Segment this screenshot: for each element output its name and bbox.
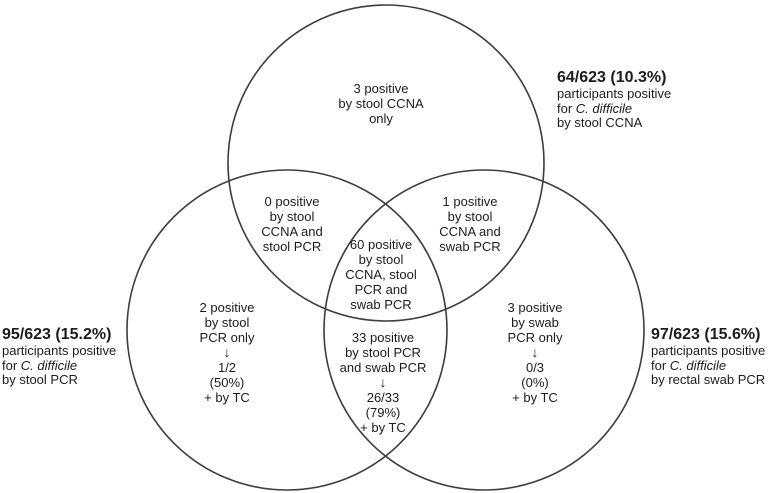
region-line: by stool PCR bbox=[345, 345, 421, 360]
label-line-prefix: for bbox=[2, 357, 21, 373]
region-line: by stool bbox=[447, 209, 493, 224]
stat-stool-ccna: 64/623 (10.3%) bbox=[557, 69, 667, 86]
region-line: (50%) bbox=[209, 375, 245, 390]
label-line: for C. difficile bbox=[2, 357, 116, 374]
organism-name: C. difficile bbox=[20, 357, 78, 373]
label-stool-pcr: 95/623 (15.2%) participants positive for… bbox=[2, 325, 116, 388]
region-line: PCR and bbox=[354, 282, 408, 297]
organism-name: C. difficile bbox=[669, 357, 727, 373]
stat-rectal-swab-pcr: 97/623 (15.6%) bbox=[651, 326, 761, 343]
region-ccna-and-swab-pcr: 1 positive by stool CCNA and swab PCR bbox=[439, 194, 500, 254]
region-line: 1/2 bbox=[217, 360, 237, 375]
region-line: CCNA and bbox=[439, 224, 501, 239]
region-line: by stool bbox=[269, 209, 315, 224]
region-line: 3 positive bbox=[353, 81, 409, 96]
region-all-three: 60 positive by stool CCNA, stool PCR and… bbox=[345, 237, 417, 312]
label-line-prefix: for bbox=[557, 100, 576, 116]
region-line: PCR only bbox=[507, 330, 563, 345]
region-ccna-only: 3 positive by stool CCNA only bbox=[338, 81, 423, 126]
region-line: 60 positive bbox=[349, 237, 413, 252]
region-line: (79%) bbox=[365, 405, 401, 420]
region-line: swab PCR bbox=[439, 239, 501, 254]
down-arrow-icon: ↓ bbox=[223, 344, 231, 360]
region-line: + by TC bbox=[512, 390, 558, 405]
region-line: 0 positive bbox=[264, 194, 320, 209]
region-stool-pcr-and-swab-pcr: 33 positive by stool PCR and swab PCR ↓ … bbox=[340, 330, 427, 435]
region-line: stool PCR bbox=[262, 239, 322, 254]
organism-name: C. difficile bbox=[575, 100, 633, 116]
circle-stool-pcr bbox=[126, 169, 448, 491]
region-line: PCR only bbox=[199, 330, 255, 345]
label-line: by rectal swab PCR bbox=[651, 372, 766, 387]
circle-rectal-swab-pcr bbox=[323, 169, 645, 491]
region-line: 33 positive bbox=[351, 330, 415, 345]
circle-stool-ccna bbox=[227, 4, 545, 322]
region-line: only bbox=[369, 111, 393, 126]
region-line: + by TC bbox=[204, 390, 250, 405]
region-ccna-and-stool-pcr: 0 positive by stool CCNA and stool PCR bbox=[261, 194, 322, 254]
region-line: by stool CCNA bbox=[338, 96, 424, 111]
stat-stool-pcr: 95/623 (15.2%) bbox=[2, 326, 112, 343]
label-line-prefix: for bbox=[651, 357, 670, 373]
region-line: by swab bbox=[511, 315, 559, 330]
region-line: CCNA, stool bbox=[345, 267, 417, 282]
label-line: for C. difficile bbox=[651, 357, 765, 374]
label-stool-ccna: 64/623 (10.3%) participants positive for… bbox=[557, 68, 671, 131]
region-line: (0%) bbox=[521, 375, 549, 390]
region-line: swab PCR bbox=[350, 297, 412, 312]
label-line: participants positive bbox=[651, 343, 766, 358]
region-swab-pcr-only: 3 positive by swab PCR only ↓ 0/3 (0%) +… bbox=[508, 300, 563, 405]
region-line: 1 positive bbox=[442, 194, 498, 209]
region-line: 2 positive bbox=[199, 300, 255, 315]
region-line: by stool bbox=[358, 252, 404, 267]
label-line: participants positive bbox=[557, 86, 672, 101]
region-line: and swab PCR bbox=[339, 360, 427, 375]
region-line: 3 positive bbox=[507, 300, 563, 315]
label-line: for C. difficile bbox=[557, 100, 671, 117]
down-arrow-icon: ↓ bbox=[379, 374, 387, 390]
region-line: CCNA and bbox=[261, 224, 323, 239]
region-line: by stool bbox=[204, 315, 250, 330]
label-rectal-swab-pcr: 97/623 (15.6%) participants positive for… bbox=[651, 325, 765, 388]
region-line: + by TC bbox=[360, 420, 406, 435]
label-line: by stool CCNA bbox=[557, 115, 643, 130]
region-line: 0/3 bbox=[525, 360, 545, 375]
region-line: 26/33 bbox=[366, 390, 400, 405]
label-line: participants positive bbox=[2, 343, 117, 358]
label-line: by stool PCR bbox=[2, 372, 78, 387]
region-stool-pcr-only: 2 positive by stool PCR only ↓ 1/2 (50%)… bbox=[200, 300, 255, 405]
down-arrow-icon: ↓ bbox=[531, 344, 539, 360]
